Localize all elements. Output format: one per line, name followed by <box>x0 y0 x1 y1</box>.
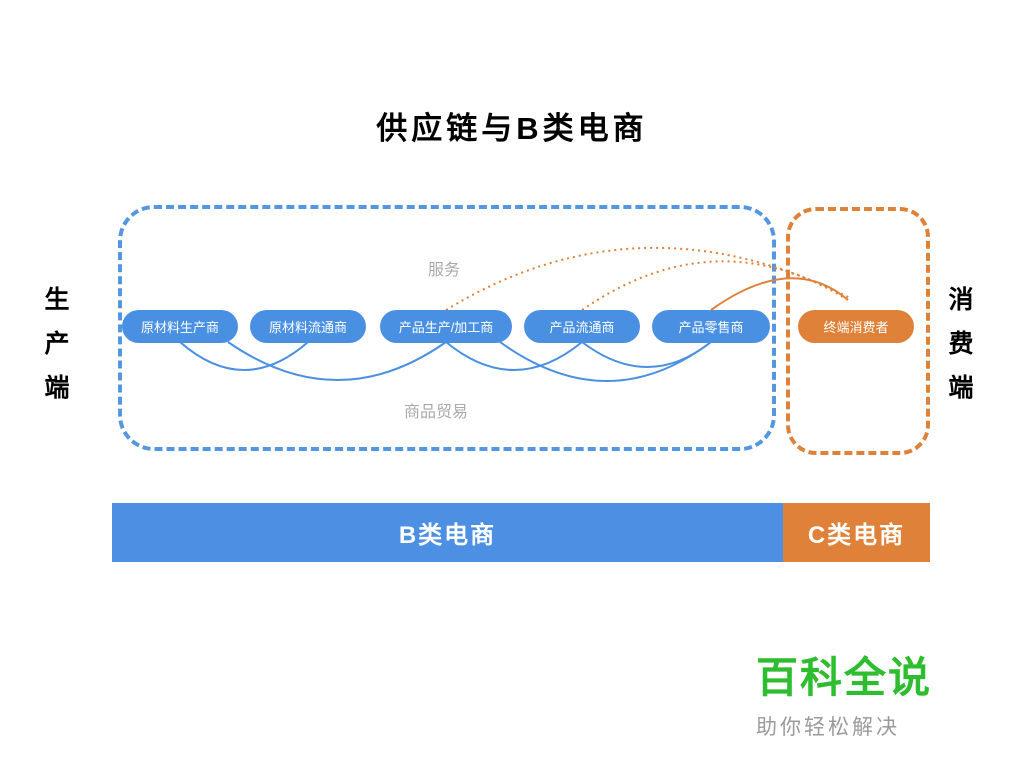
c2c-bar-label: C类电商 <box>807 522 906 549</box>
node-product-manufacturer: 产品生产/加工商 <box>380 310 512 343</box>
c2c-ecommerce-bar: C类电商 <box>783 503 930 562</box>
consumer-side-label: 消费端 <box>948 286 974 402</box>
c2c-dashed-box <box>786 207 930 455</box>
logo-name: 百科全说 <box>756 654 933 701</box>
node-end-consumer: 终端消费者 <box>798 310 914 343</box>
b2b-bar-label: B类电商 <box>398 522 497 549</box>
page-title: 供应链与B类电商 <box>376 111 648 146</box>
node-raw-material-distributor: 原材料流通商 <box>250 310 366 343</box>
trade-label: 商品贸易 <box>404 404 469 421</box>
node-product-distributor: 产品流通商 <box>524 310 640 343</box>
b2b-dashed-box <box>118 205 776 451</box>
logo-tagline: 助你轻松解决 <box>756 716 900 739</box>
site-logo: 百科全说 助你轻松解决 <box>756 644 966 741</box>
node-product-retailer: 产品零售商 <box>652 310 770 343</box>
producer-side-label: 生产端 <box>44 286 70 402</box>
b2b-ecommerce-bar: B类电商 <box>112 503 783 562</box>
service-label: 服务 <box>428 262 461 279</box>
node-raw-material-producer: 原材料生产商 <box>122 310 238 343</box>
